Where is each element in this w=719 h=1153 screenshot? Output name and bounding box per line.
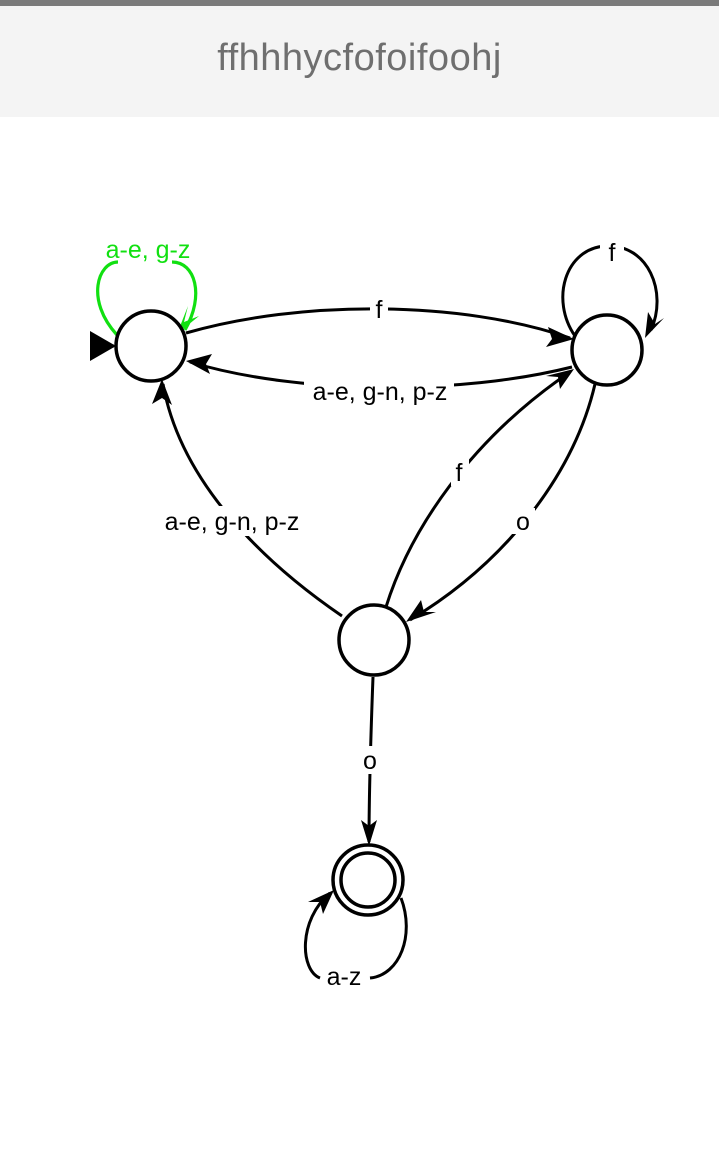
initial-arrow-head xyxy=(90,331,116,361)
state-q2 xyxy=(337,603,411,677)
edge-label: f xyxy=(376,296,383,324)
page-title: ffhhhycfofoifoohj xyxy=(217,37,502,79)
edge-label: a-e, g-z xyxy=(106,236,191,264)
edge-label: a-z xyxy=(327,963,362,991)
state-q3-accepting xyxy=(331,843,405,917)
edge-q3-q3: a-z xyxy=(303,890,408,991)
edge-label: o xyxy=(363,747,377,775)
edge-q0-q0: a-e, g-z xyxy=(96,236,199,337)
state-q0 xyxy=(114,309,188,383)
automaton-diagram: a-e, g-z f a-e, g-n, p-z f f xyxy=(0,117,719,1148)
top-strip xyxy=(0,0,719,6)
edge-label: f xyxy=(609,239,616,267)
edge-label: o xyxy=(516,508,530,536)
edge-label: a-e, g-n, p-z xyxy=(165,508,300,536)
edge-q1-q1: f xyxy=(561,238,664,338)
edge-label: a-e, g-n, p-z xyxy=(313,378,448,406)
automaton-svg: a-e, g-z f a-e, g-n, p-z f f xyxy=(90,236,664,991)
edge-q2-q0: a-e, g-n, p-z xyxy=(152,379,343,618)
state-q1 xyxy=(570,313,644,387)
edge-q2-q1: f xyxy=(384,369,574,608)
edge-label: f xyxy=(456,459,463,487)
edge-q2-q3: o xyxy=(358,676,382,846)
header-bar: ffhhhycfofoifoohj xyxy=(0,6,719,117)
edge-q1-q0: a-e, g-n, p-z xyxy=(186,354,573,406)
edge-q0-q1: f xyxy=(185,296,574,347)
edge-q1-q2: o xyxy=(406,383,597,622)
